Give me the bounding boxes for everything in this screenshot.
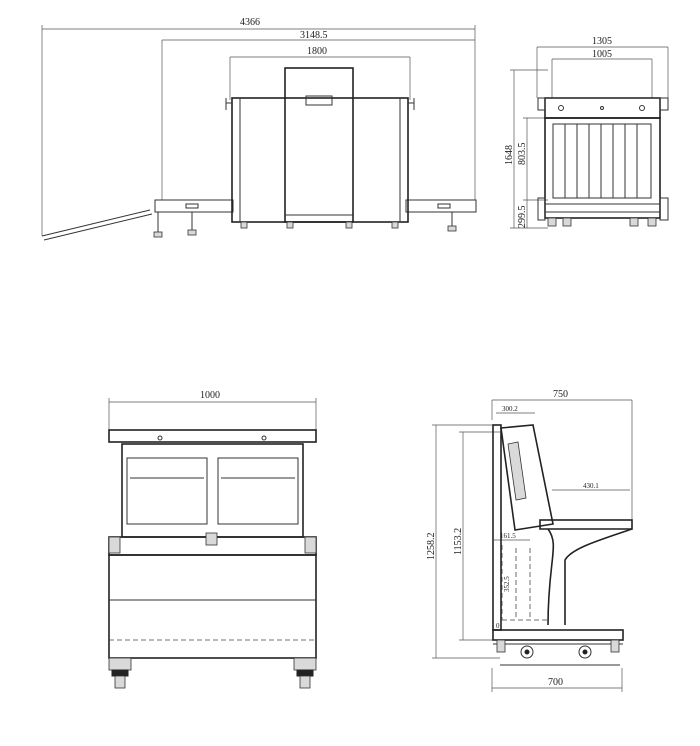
dim-a: 161.5 (500, 532, 516, 540)
dim-console-desk-height: 1153.2 (453, 528, 464, 555)
console-side-view: 750 700 1258.2 1153.2 300.2 430.1 161.5 … (426, 389, 633, 692)
dim-console-width: 1000 (200, 390, 220, 401)
end-view: 1305 1005 1648 803.5 299.5 (504, 36, 669, 229)
dim-b: 352.5 (503, 576, 511, 592)
dim-overall-length: 4366 (240, 17, 260, 28)
console-front-view: 1000 (108, 390, 317, 689)
dim-conveyor-height: 299.5 (517, 206, 528, 229)
dim-base-depth: 700 (548, 677, 563, 688)
dim-outer-width: 1305 (592, 36, 612, 47)
dim-tunnel-conveyor-length: 3148.5 (300, 30, 328, 41)
dim-desk-depth: 430.1 (583, 482, 599, 490)
dim-inner-width: 1005 (592, 49, 612, 60)
dim-body-length: 1800 (307, 46, 327, 57)
dim-monitor-depth: 300.2 (502, 405, 518, 413)
dim-console-depth: 750 (553, 389, 568, 400)
dim-c: 0 (496, 622, 500, 630)
dim-console-total-height: 1258.2 (426, 533, 437, 561)
dim-total-height: 1648 (504, 145, 515, 165)
dim-tunnel-height: 803.5 (517, 143, 528, 166)
side-view: 4366 3148.5 1800 (41, 17, 477, 241)
